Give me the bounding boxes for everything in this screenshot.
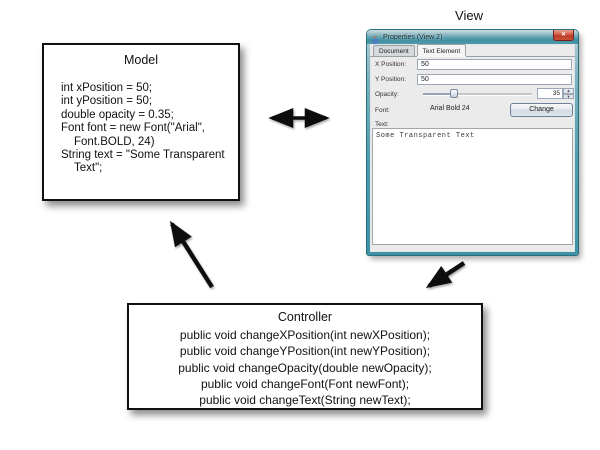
controller-method: public void changeFont(Font newFont);: [200, 376, 410, 391]
tabbar: Document Text Element: [370, 44, 575, 57]
y-position-label: Y Position:: [375, 76, 406, 83]
close-icon: ✕: [560, 32, 567, 38]
model-code-line: Text";: [74, 162, 103, 175]
model-code-line: String text = "Some Transparent: [61, 149, 225, 162]
model-code-line: double opacity = 0.35;: [61, 108, 174, 121]
tab-text-element[interactable]: Text Element: [416, 44, 467, 56]
change-font-button[interactable]: Change: [510, 103, 573, 117]
close-button[interactable]: ✕: [553, 30, 574, 41]
model-code-line: int yPosition = 50;: [61, 95, 153, 108]
java-icon: [371, 32, 380, 44]
properties-window: Properties (View 2) ✕ Document Text Elem…: [367, 30, 578, 255]
text-label: Text:: [375, 121, 389, 128]
tab-document[interactable]: Document: [373, 45, 415, 56]
model-code-line: Font.BOLD, 24): [74, 135, 155, 148]
opacity-slider[interactable]: [423, 88, 532, 99]
controller-methods: public void changeXPosition(int newXPosi…: [129, 327, 481, 408]
x-position-label: X Position:: [375, 61, 407, 68]
y-position-input[interactable]: 50: [417, 74, 572, 85]
spinner-down-icon[interactable]: ▼: [563, 93, 574, 99]
model-code: int xPosition = 50; int yPosition = 50; …: [44, 82, 238, 176]
view-caption: View: [455, 8, 483, 23]
controller-box: Controller public void changeXPosition(i…: [127, 303, 483, 410]
controller-method: public void changeXPosition(int newXPosi…: [179, 328, 431, 342]
model-code-line: int xPosition = 50;: [61, 82, 153, 94]
model-code-line: Font font = new Font("Arial",: [61, 122, 205, 135]
model-title: Model: [123, 53, 159, 67]
arrow-view-to-controller: [425, 261, 466, 289]
opacity-spinner-value[interactable]: 35: [537, 88, 563, 99]
font-label: Font:: [375, 107, 390, 114]
spinner-up-icon[interactable]: ▲: [563, 88, 574, 94]
font-value: Arial Bold 24: [430, 105, 470, 112]
opacity-slider-fill: [423, 93, 454, 95]
window-title: Properties (View 2): [383, 33, 443, 41]
model-box: Model int xPosition = 50; int yPosition …: [42, 43, 240, 201]
arrow-controller-to-model: [169, 220, 214, 289]
controller-method: public void changeYPosition(int newYPosi…: [179, 344, 431, 359]
controller-title: Controller: [277, 310, 333, 324]
opacity-slider-track[interactable]: [423, 93, 532, 95]
opacity-slider-thumb[interactable]: [449, 89, 458, 98]
titlebar[interactable]: Properties (View 2) ✕: [367, 30, 578, 44]
controller-method: public void changeOpacity(double newOpac…: [178, 360, 432, 375]
controller-method: public void changeText(String newText);: [199, 393, 411, 408]
opacity-spinner: ▲ ▼: [563, 88, 574, 99]
window-body: Document Text Element X Position: 50 Y P…: [370, 44, 575, 252]
opacity-label: Opacity:: [375, 91, 399, 98]
x-position-input[interactable]: 50: [417, 59, 572, 70]
text-textarea[interactable]: Some Transparent Text: [372, 128, 573, 245]
